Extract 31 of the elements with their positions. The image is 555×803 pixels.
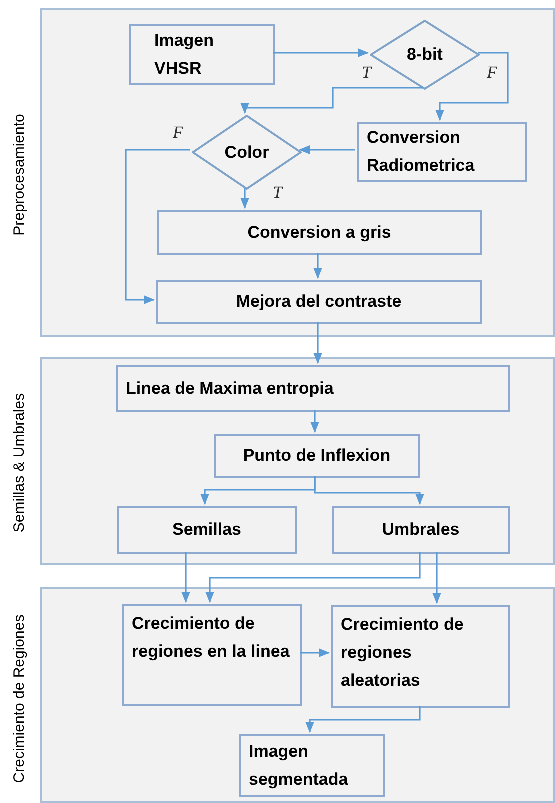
arrow — [298, 146, 355, 154]
arrow — [206, 552, 421, 604]
arrow — [182, 552, 190, 604]
arrow — [240, 188, 250, 210]
process-box: Linea de Maxima entropia — [116, 365, 510, 412]
process-box: Punto de Inflexion — [214, 434, 420, 478]
arrow — [310, 410, 320, 434]
process-box: Semillas — [117, 506, 297, 554]
arrow — [436, 52, 509, 122]
arrow — [300, 648, 330, 658]
process-box: Umbrales — [332, 506, 510, 554]
arrow — [314, 253, 322, 280]
arrow — [240, 87, 423, 114]
arrow — [314, 476, 424, 506]
process-box: Imagen segmentada — [239, 734, 385, 797]
section-title: Crecimiento de Regiones — [11, 614, 29, 786]
process-box: Imagen VHSR — [129, 24, 275, 85]
process-box: Crecimiento de regiones en la linea — [122, 604, 302, 706]
decision-label: Color — [224, 142, 270, 164]
arrow — [314, 322, 322, 364]
decision-label: 8-bit — [407, 44, 443, 66]
section-title: Preprocesamiento — [11, 112, 29, 238]
arrow — [432, 552, 442, 604]
process-box: Conversion a gris — [157, 210, 482, 255]
arrow — [273, 48, 370, 58]
arrow — [125, 149, 190, 304]
process-box: Crecimiento de regiones aleatorias — [331, 605, 510, 708]
process-box: Mejora del contraste — [156, 280, 482, 324]
process-box: Conversion Radiometrica — [357, 122, 527, 182]
section-title: Semillas & Umbrales — [11, 392, 29, 535]
arrow — [306, 706, 421, 734]
